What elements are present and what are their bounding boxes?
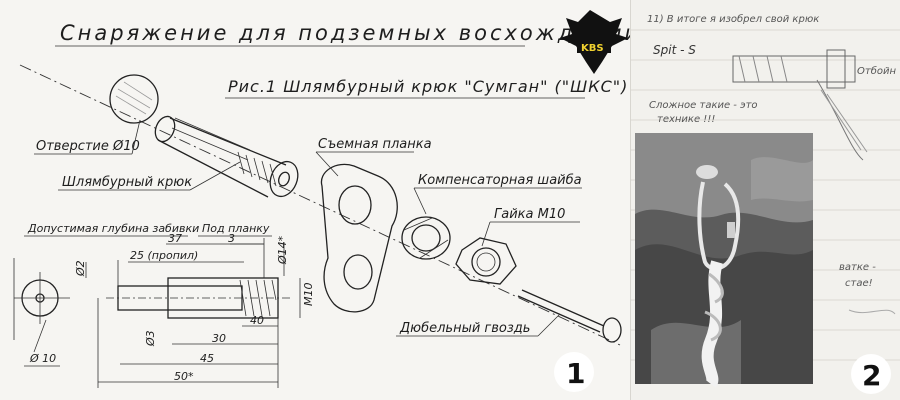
dim-50: 50* [174, 370, 194, 383]
end-view [13, 258, 70, 340]
dim-40: 40 [250, 314, 264, 327]
compensating-washer [401, 216, 451, 260]
technical-drawing: Снаряжение для подземных восхождений KBS… [13, 10, 638, 392]
dim-d10: Ø 10 [29, 352, 56, 365]
side-text-1: ватке - [839, 262, 876, 273]
note-spit: Spit - S [653, 43, 696, 57]
dim-3: 3 [228, 232, 235, 245]
assembly-axis-line [19, 64, 621, 346]
label-depth: Допустимая глубина забивки [27, 222, 199, 235]
anchor-bolt [154, 115, 299, 198]
hole-circle [109, 74, 159, 124]
notebook-page: 11) В итоге я изобрел свой крюк Spit - S… [631, 13, 900, 394]
figure-caption: Рис.1 Шлямбурный крюк "Сумган" ("ШКС") [228, 77, 628, 96]
nut-m10 [455, 237, 517, 285]
label-hole: Отверстие Ø10 [36, 139, 140, 154]
kbs-bat-logo: KBS [560, 10, 628, 74]
dim-d3: Ø3 [144, 330, 157, 347]
panel-technical-drawing: Снаряжение для подземных восхождений KBS… [13, 10, 639, 392]
dimension-lines [85, 238, 301, 388]
note-line-1: 11) В итоге я изобрел свой крюк [647, 13, 819, 25]
panel-number-1: 1 [566, 357, 585, 390]
removable-plate [320, 163, 398, 313]
anchor-photo [635, 133, 813, 388]
drawing-title: Снаряжение для подземных восхождений [60, 21, 630, 45]
dim-25: 25 (пропил) [130, 249, 198, 262]
panel-number-2: 2 [862, 359, 881, 392]
bolt-sketch [732, 49, 868, 161]
dim-30: 30 [212, 332, 226, 345]
dim-45: 45 [200, 352, 214, 365]
label-anchor: Шлямбурный крюк [62, 175, 192, 190]
note-mid-1: Сложное такие - это [649, 100, 758, 111]
note-right: Отбойн [857, 65, 896, 77]
label-nail: Дюбельный гвоздь [399, 321, 530, 336]
logo-text: KBS [581, 43, 604, 54]
side-text-2: стае! [845, 278, 873, 289]
dim-d2: Ø2 [74, 260, 87, 277]
panel-notebook-photo: 11) В итоге я изобрел свой крюк Spit - S… [630, 0, 900, 400]
label-under-plate: Под планку [202, 222, 270, 235]
label-plate: Съемная планка [318, 137, 432, 152]
label-nut: Гайка М10 [494, 207, 565, 222]
dim-d14: Ø14* [276, 235, 289, 265]
dowel-nail [517, 289, 622, 343]
label-washer: Компенсаторная шайба [418, 173, 582, 188]
anchor-side-view [106, 260, 290, 319]
dim-37: 37 [168, 232, 182, 245]
dim-m10: M10 [302, 283, 315, 307]
note-mid-2: технике !!! [657, 114, 715, 125]
